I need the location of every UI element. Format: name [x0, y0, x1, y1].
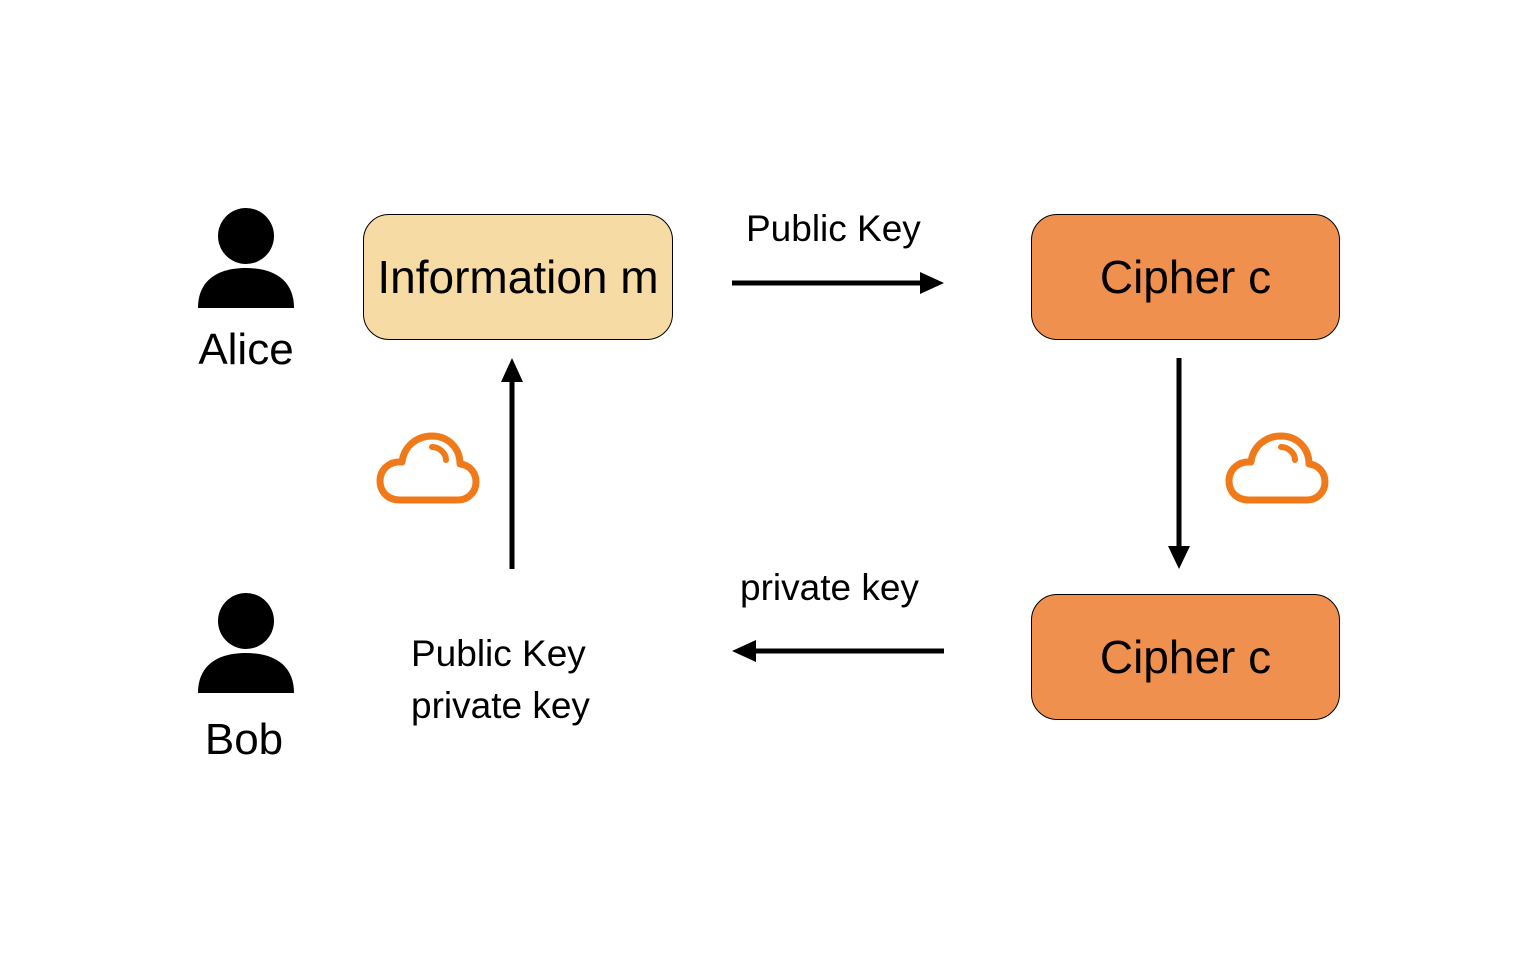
- transmit-arrow: [1168, 358, 1190, 569]
- bob-private-key-text: private key: [411, 685, 590, 726]
- cipher-node-bottom: Cipher c: [1031, 594, 1340, 720]
- decrypt-edge-label: private key: [740, 567, 919, 608]
- cipher-node-top: Cipher c: [1031, 214, 1340, 340]
- decrypt-arrow: [732, 640, 944, 662]
- bob-keys: Public Key private key: [411, 628, 590, 732]
- cloud-icon: [376, 432, 480, 504]
- bob-public-key-text: Public Key: [411, 633, 586, 674]
- bob-person-icon: [196, 589, 296, 699]
- cloud-icon: [1225, 432, 1329, 504]
- alice-label: Alice: [198, 325, 294, 374]
- alice-person-icon: [196, 204, 296, 314]
- encrypt-edge-label: Public Key: [746, 208, 921, 249]
- recover-arrow: [501, 358, 523, 569]
- encrypt-arrow: [732, 272, 944, 294]
- information-node: Information m: [363, 214, 673, 340]
- bob-label: Bob: [204, 715, 284, 764]
